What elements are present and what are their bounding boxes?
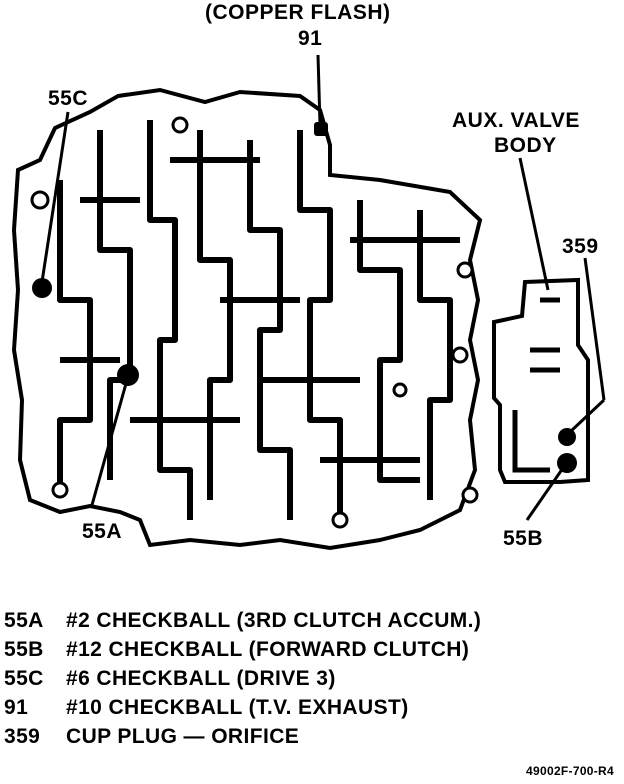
- part-number: 49002F-700-R4: [526, 764, 614, 778]
- legend-row: 359 CUP PLUG — ORIFICE: [4, 722, 481, 751]
- label-359: 359: [562, 235, 599, 258]
- legend-code: 55A: [4, 609, 44, 632]
- legend-code: 91: [4, 696, 29, 719]
- label-55c: 55C: [48, 87, 89, 110]
- legend-text: CUP PLUG — ORIFICE: [66, 725, 300, 748]
- legend: 55A #2 CHECKBALL (3RD CLUTCH ACCUM.) 55B…: [4, 606, 481, 751]
- valve-body-diagram: [11, 54, 606, 551]
- copper-flash-note: (COPPER FLASH): [205, 1, 391, 24]
- checkball-91-marker: [314, 122, 328, 136]
- legend-text: #12 CHECKBALL (FORWARD CLUTCH): [66, 638, 470, 661]
- legend-text: #10 CHECKBALL (T.V. EXHAUST): [66, 696, 409, 719]
- legend-code: 359: [4, 725, 41, 748]
- fluid-passages: [57, 120, 460, 520]
- legend-row: 55C #6 CHECKBALL (DRIVE 3): [4, 664, 481, 693]
- legend-row: 55B #12 CHECKBALL (FORWARD CLUTCH): [4, 635, 481, 664]
- aux-body-label: BODY: [494, 134, 557, 157]
- label-91: 91: [298, 27, 323, 50]
- leader-lines: [40, 54, 606, 521]
- aux-valve-label: AUX. VALVE: [452, 109, 580, 132]
- legend-row: 55A #2 CHECKBALL (3RD CLUTCH ACCUM.): [4, 606, 481, 635]
- valve-body-outline: [11, 87, 483, 551]
- label-55a: 55A: [82, 520, 123, 543]
- checkball-55c-marker: [32, 278, 52, 298]
- legend-text: #6 CHECKBALL (DRIVE 3): [66, 667, 336, 690]
- legend-row: 91 #10 CHECKBALL (T.V. EXHAUST): [4, 693, 481, 722]
- aux-valve-body-outline: [492, 277, 590, 484]
- legend-code: 55C: [4, 667, 44, 690]
- label-55b: 55B: [503, 527, 544, 550]
- checkball-55a-marker: [117, 364, 139, 386]
- bolt-holes: [30, 116, 479, 529]
- aux-passages: [512, 297, 560, 473]
- legend-text: #2 CHECKBALL (3RD CLUTCH ACCUM.): [66, 609, 482, 632]
- legend-code: 55B: [4, 638, 44, 661]
